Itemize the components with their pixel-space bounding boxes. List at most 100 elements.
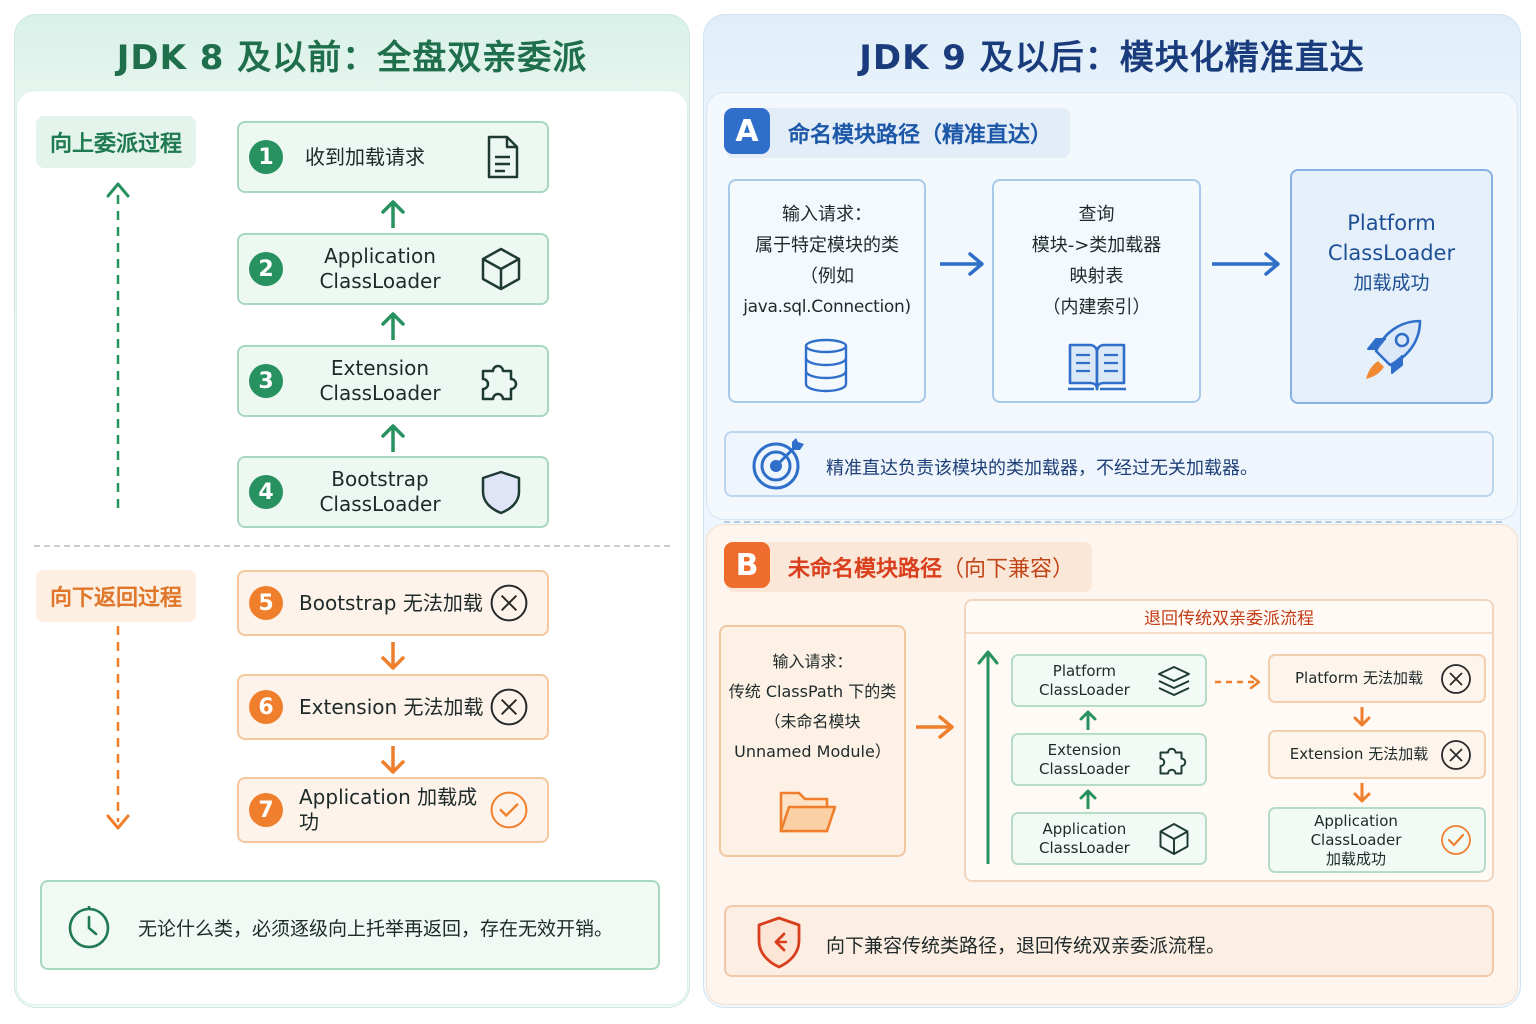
box-line: （未命名模块 (764, 712, 861, 731)
result-label: Application ClassLoader 加载成功 (1310, 811, 1402, 868)
fallback-title-divider (966, 632, 1492, 634)
step-number: 7 (249, 793, 283, 827)
down-arrow-icon (381, 642, 405, 670)
up-arrow-icon (381, 200, 405, 228)
step-number: 2 (249, 252, 283, 286)
a-input-request-box: 输入请求： 属于特定模块的类 （例如 java.sql.Connection) (728, 179, 926, 403)
step-extension-fail: 6 Extension 无法加载 (237, 674, 549, 740)
rocket-icon (1366, 319, 1422, 379)
chain-application-classloader: Application ClassLoader (1011, 812, 1207, 865)
downward-dashed-arrow (106, 626, 130, 830)
step-number: 3 (249, 364, 283, 398)
section-b-badge: B (724, 542, 770, 588)
step-label: Extension 无法加载 (299, 694, 484, 719)
check-circle-icon (1441, 825, 1471, 855)
box-line: 属于特定模块的类 (755, 235, 899, 256)
right-arrow-icon (940, 252, 984, 276)
chain-label: Platform ClassLoader (1039, 661, 1130, 699)
up-long-arrow-icon (977, 650, 999, 864)
up-arrow-icon (1079, 710, 1097, 730)
box-line: 加载成功 (1353, 272, 1430, 294)
box-line: 输入请求： (772, 652, 853, 671)
box-line: （例如 (800, 266, 854, 287)
chain-platform-classloader: Platform ClassLoader (1011, 654, 1207, 707)
section-a-title: 命名模块路径（精准直达） (726, 108, 1071, 158)
downward-process-tag: 向下返回过程 (36, 570, 197, 622)
section-b-note-text: 向下兼容传统类路径，退回传统双亲委派流程。 (826, 935, 1226, 957)
up-arrow-icon (381, 312, 405, 340)
up-arrow-icon (1079, 789, 1097, 809)
upward-dashed-arrow (106, 182, 130, 508)
result-application-success: Application ClassLoader 加载成功 (1268, 807, 1486, 873)
box-line: ClassLoader (1327, 241, 1456, 265)
box-line: 传统 ClassPath 下的类 (728, 682, 897, 701)
shield-arrow-icon (757, 916, 801, 969)
down-arrow-icon (381, 746, 405, 774)
down-arrow-icon (1353, 707, 1371, 727)
fallback-title: 退回传统双亲委派流程 (1144, 609, 1314, 629)
section-b-note (724, 905, 1494, 977)
section-a-note-text: 精准直达负责该模块的类加载器，不经过无关加载器。 (826, 458, 1258, 479)
step-number: 5 (249, 586, 283, 620)
step-label: 收到加载请求 (305, 144, 425, 169)
x-circle-icon (1441, 739, 1471, 770)
right-title: JDK 9 及以后：模块化精准直达 (859, 38, 1365, 78)
clock-icon (68, 906, 110, 949)
result-label: Platform 无法加载 (1294, 669, 1424, 687)
step-label: Application ClassLoader (319, 244, 441, 293)
box-line: 映射表 (1069, 266, 1124, 287)
step-label: Bootstrap ClassLoader (319, 467, 441, 516)
chain-extension-classloader: Extension ClassLoader (1011, 733, 1207, 786)
document-icon (487, 135, 519, 179)
x-circle-icon (1441, 663, 1471, 694)
chain-label: Application ClassLoader (1039, 819, 1130, 857)
box-line: Unnamed Module） (734, 742, 891, 761)
cube-icon (1159, 822, 1189, 855)
cube-icon (481, 247, 521, 291)
result-label: Extension 无法加载 (1289, 745, 1429, 763)
down-arrow-icon (1353, 783, 1371, 803)
chain-label: Extension ClassLoader (1039, 740, 1130, 778)
section-b-title-main: 未命名模块路径 (788, 557, 943, 582)
step-application-success: 7 Application 加载成功 (237, 777, 549, 843)
check-circle-icon (490, 791, 528, 829)
left-summary-note (40, 880, 660, 970)
step-bootstrap-fail: 5 Bootstrap 无法加载 (237, 570, 549, 636)
shield-icon (481, 470, 521, 515)
layers-icon (1157, 665, 1190, 696)
box-line: java.sql.Connection) (743, 297, 911, 317)
b-input-request-box: 输入请求： 传统 ClassPath 下的类 （未命名模块 Unnamed Mo… (719, 625, 906, 857)
step-number: 6 (249, 690, 283, 724)
section-a-note (724, 431, 1494, 497)
a-lookup-map-box: 查询 模块->类加载器 映射表 （内建索引） (992, 179, 1201, 403)
step-bootstrap-classloader: 4 Bootstrap ClassLoader (237, 456, 549, 528)
up-arrow-icon (381, 424, 405, 452)
upward-process-tag: 向上委派过程 (36, 116, 197, 168)
box-line: Platform (1347, 211, 1436, 235)
step-extension-classloader: 3 Extension ClassLoader (237, 345, 549, 417)
step-label: Bootstrap 无法加载 (299, 590, 483, 615)
right-arrow-icon (1212, 252, 1280, 276)
box-line: （内建索引） (1042, 297, 1151, 318)
target-icon (752, 438, 804, 490)
a-platform-classloader-success-box: Platform ClassLoader 加载成功 (1290, 169, 1493, 404)
x-circle-icon (490, 688, 528, 726)
result-platform-fail: Platform 无法加载 (1268, 654, 1486, 703)
box-line: 输入请求： (782, 204, 872, 225)
puzzle-icon (1159, 747, 1187, 774)
folder-icon (779, 791, 837, 833)
book-icon (1068, 343, 1126, 391)
step-number: 4 (249, 475, 283, 509)
phase-divider (34, 545, 670, 547)
section-b-title-suffix: （向下兼容） (942, 557, 1075, 582)
step-application-classloader: 2 Application ClassLoader (237, 233, 549, 305)
result-extension-fail: Extension 无法加载 (1268, 730, 1486, 779)
left-summary-text: 无论什么类，必须逐级向上托举再返回，存在无效开销。 (138, 918, 614, 940)
box-line: 模块->类加载器 (1031, 235, 1162, 256)
step-number: 1 (249, 140, 283, 174)
step-label: Application 加载成功 (299, 785, 478, 834)
step-label: Extension ClassLoader (319, 356, 441, 405)
section-b-title: 未命名模块路径（向下兼容） (726, 542, 1093, 592)
section-a-badge: A (724, 108, 770, 154)
dashed-right-arrow-icon (1215, 674, 1261, 690)
